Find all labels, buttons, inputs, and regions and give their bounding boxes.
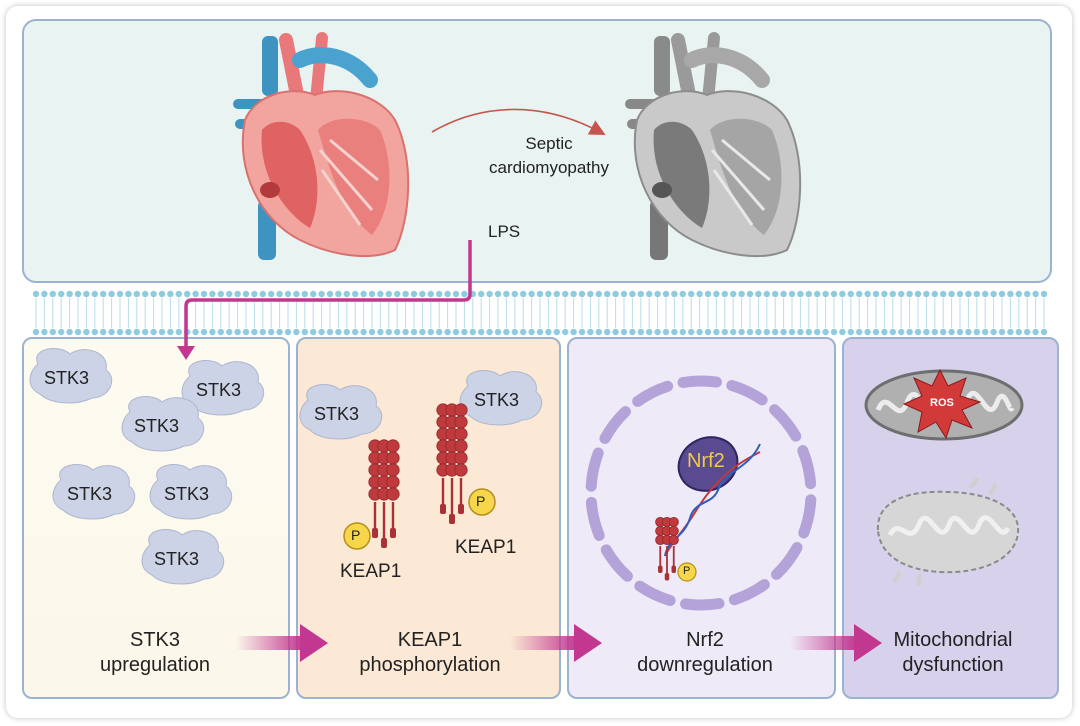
cell-membrane: [32, 290, 1048, 336]
flow-arrow-1: [236, 624, 328, 662]
caption-mitochondrial-dysfunction: Mitochondrial dysfunction: [858, 628, 1048, 678]
phospho-label: P: [476, 493, 486, 509]
caption-keap1-phosphorylation: KEAP1 phosphorylation: [330, 628, 530, 678]
lps-signal-line: [184, 240, 472, 348]
nrf2-label: Nrf2: [687, 450, 725, 472]
keap1-label: KEAP1: [455, 537, 517, 558]
stk3-label: STK3: [67, 484, 113, 504]
caption-line1: Mitochondrial: [893, 629, 1013, 651]
flow-arrow-3: [790, 624, 882, 662]
top-panel: [22, 19, 1052, 283]
stk3-label: STK3: [134, 416, 180, 436]
phospho-label: P: [351, 527, 361, 543]
caption-line1: Nrf2: [686, 629, 724, 651]
caption-line1: KEAP1: [397, 629, 463, 651]
arrow-label-line2: cardiomyopathy: [488, 158, 609, 177]
keap1-structure-left: [368, 439, 400, 548]
stk3-label: STK3: [314, 404, 360, 424]
phospho-label: P: [683, 565, 691, 577]
septic-cardiomyopathy-label: Septic cardiomyopathy: [484, 132, 614, 180]
keap1-structure-right: [436, 403, 468, 524]
caption-line2: downregulation: [637, 654, 773, 676]
ros-burst: [902, 368, 982, 440]
keap1-label: KEAP1: [340, 561, 402, 582]
stk3-label: STK3: [164, 484, 210, 504]
septic-arrow: [431, 108, 606, 136]
lps-label: LPS: [488, 222, 521, 241]
keap1-structure-nucleus: [655, 516, 679, 581]
flow-arrow-2: [510, 624, 602, 662]
stk3-label: STK3: [44, 368, 90, 388]
damaged-mitochondrion: [876, 476, 1020, 587]
nucleus-envelope: [585, 375, 817, 611]
caption-line2: phosphorylation: [359, 654, 501, 676]
caption-line2: dysfunction: [902, 654, 1004, 676]
caption-line2: upregulation: [99, 654, 211, 676]
healthy-heart-illustration: [233, 32, 410, 260]
arrow-label-line1: Septic: [525, 134, 573, 153]
caption-stk3-upregulation: STK3 upregulation: [60, 628, 250, 678]
caption-line1: STK3: [129, 629, 181, 651]
stk3-label: STK3: [196, 380, 242, 400]
ros-label: ROS: [930, 397, 954, 409]
stk3-label: STK3: [474, 390, 520, 410]
stk3-label: STK3: [154, 549, 200, 569]
caption-nrf2-downregulation: Nrf2 downregulation: [610, 628, 800, 678]
diseased-heart-illustration: [625, 32, 802, 260]
